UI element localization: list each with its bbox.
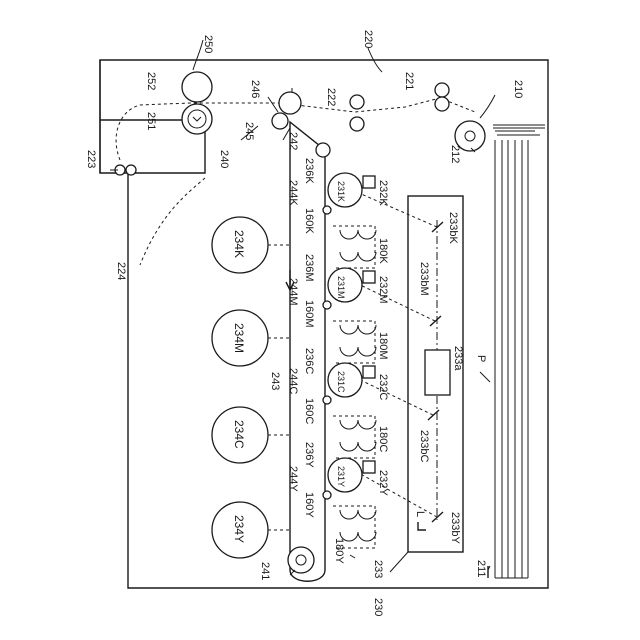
- label-244y: 244Y: [287, 466, 299, 492]
- label-l: L: [414, 511, 426, 517]
- label-242: 242: [287, 132, 299, 150]
- label-236m: 236M: [303, 254, 315, 282]
- developer-frame-c: [333, 416, 375, 458]
- label-180k: 180K: [377, 238, 389, 264]
- label-232m: 232M: [377, 276, 389, 304]
- label-222: 222: [325, 88, 337, 106]
- primary-transfer-244m: [323, 301, 331, 309]
- label-231y: 231Y: [336, 466, 346, 487]
- feed-roller-a: [435, 83, 449, 97]
- label-231c: 231C: [336, 371, 346, 393]
- registration-roller-b: [350, 117, 364, 131]
- label-236k: 236K: [303, 158, 315, 184]
- label-231m: 231M: [336, 276, 346, 299]
- corner-mark: [418, 522, 426, 530]
- label-233: 233: [372, 560, 384, 578]
- label-243: 243: [269, 372, 281, 390]
- developer-frame-k: [333, 226, 375, 268]
- label-232k: 232K: [377, 180, 389, 206]
- belt-roller-242: [316, 143, 330, 157]
- label-160k: 160K: [303, 208, 315, 234]
- label-246: 246: [249, 80, 261, 98]
- belt-roller-241: [288, 547, 314, 573]
- label-230: 230: [372, 598, 384, 616]
- developer-frame-m: [333, 321, 375, 363]
- label-233bk: 233bK: [447, 212, 459, 244]
- label-160m: 160M: [303, 300, 315, 328]
- label-251: 251: [145, 112, 157, 130]
- charger-232c: [363, 366, 375, 378]
- label-212: 212: [449, 145, 461, 163]
- mirror-m: [430, 316, 441, 326]
- registration-roller-a: [350, 95, 364, 109]
- exit-roller-b: [126, 165, 136, 175]
- label-234k: 234K: [232, 230, 246, 258]
- output-sheet-curve: [140, 178, 205, 265]
- label-236c: 236C: [303, 348, 315, 374]
- label-221: 221: [403, 72, 415, 90]
- label-180c: 180C: [377, 426, 389, 452]
- label-244m: 244M: [287, 278, 299, 306]
- label-224: 224: [115, 262, 127, 280]
- primary-transfer-244c: [323, 396, 331, 404]
- label-233bm: 233bM: [418, 262, 430, 296]
- charger-232y: [363, 461, 375, 473]
- developer-180y: [340, 510, 376, 541]
- label-p: P: [475, 355, 487, 362]
- label-245: 245: [243, 122, 255, 140]
- pressure-roller-251: [182, 104, 212, 134]
- label-252: 252: [145, 72, 157, 90]
- label-160c: 160C: [303, 398, 315, 424]
- label-232c: 232C: [377, 374, 389, 400]
- feed-roller-b: [435, 97, 449, 111]
- label-234y: 234Y: [232, 515, 246, 543]
- label-250: 250: [202, 35, 214, 53]
- fixing-roller-252: [182, 72, 212, 102]
- labels: 250 220 210 252 251 246 222 221 245 242 …: [85, 30, 524, 616]
- label-223: 223: [85, 150, 97, 168]
- polygon-mirror-233a: [425, 350, 450, 395]
- label-244k: 244K: [287, 180, 299, 206]
- label-180m: 180M: [377, 332, 389, 360]
- primary-transfer-244y: [323, 491, 331, 499]
- label-233by: 233bY: [449, 512, 461, 544]
- label-233a: 233a: [452, 346, 464, 371]
- label-160y: 160Y: [303, 492, 315, 518]
- label-233bc: 233bC: [418, 430, 430, 462]
- label-240: 240: [218, 150, 230, 168]
- label-241: 241: [259, 562, 271, 580]
- label-244c: 244C: [287, 368, 299, 394]
- charger-232m: [363, 271, 375, 283]
- label-210: 210: [512, 80, 524, 98]
- developer-180c: [340, 420, 376, 451]
- label-234c: 234C: [232, 420, 246, 449]
- label-211: 211: [475, 560, 487, 578]
- primary-transfer-244k: [323, 206, 331, 214]
- paper-stack: [488, 125, 545, 578]
- developer-180m: [340, 325, 376, 356]
- secondary-transfer-roller-246: [279, 92, 301, 114]
- beam-y: [350, 468, 437, 517]
- label-220: 220: [362, 30, 374, 48]
- label-236y: 236Y: [303, 442, 315, 468]
- label-232y: 232Y: [377, 470, 389, 496]
- developer-180k: [340, 230, 376, 261]
- belt-roller-245: [272, 113, 288, 129]
- charger-232k: [363, 176, 375, 188]
- label-234m: 234M: [232, 323, 246, 353]
- label-231k: 231K: [336, 181, 346, 202]
- label-180y: 180Y: [333, 538, 345, 564]
